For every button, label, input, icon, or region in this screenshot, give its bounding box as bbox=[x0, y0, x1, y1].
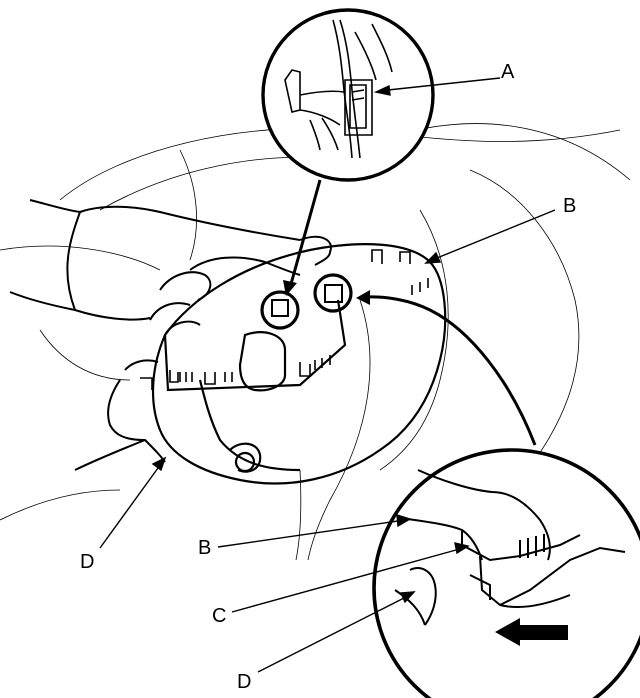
module-hooks bbox=[140, 249, 429, 390]
tab-squares bbox=[271, 284, 343, 317]
pointer-arrow-a bbox=[283, 179, 322, 296]
tab-highlight-circles bbox=[260, 273, 353, 330]
callout-d-left: D bbox=[80, 551, 95, 573]
callout-c: C bbox=[212, 605, 227, 627]
inset-connector-arrow bbox=[356, 290, 537, 446]
callout-a: A bbox=[501, 61, 515, 83]
detail-circle-a bbox=[261, 8, 435, 182]
callout-b-inset: B bbox=[198, 537, 212, 559]
leader-lines bbox=[99, 77, 556, 673]
callout-d-inset: D bbox=[237, 671, 252, 693]
inset-detail-circle bbox=[372, 448, 640, 698]
callout-b-top: B bbox=[563, 195, 577, 217]
push-direction-arrow bbox=[495, 618, 568, 646]
hands bbox=[9, 199, 332, 471]
airbag-module bbox=[151, 243, 447, 485]
